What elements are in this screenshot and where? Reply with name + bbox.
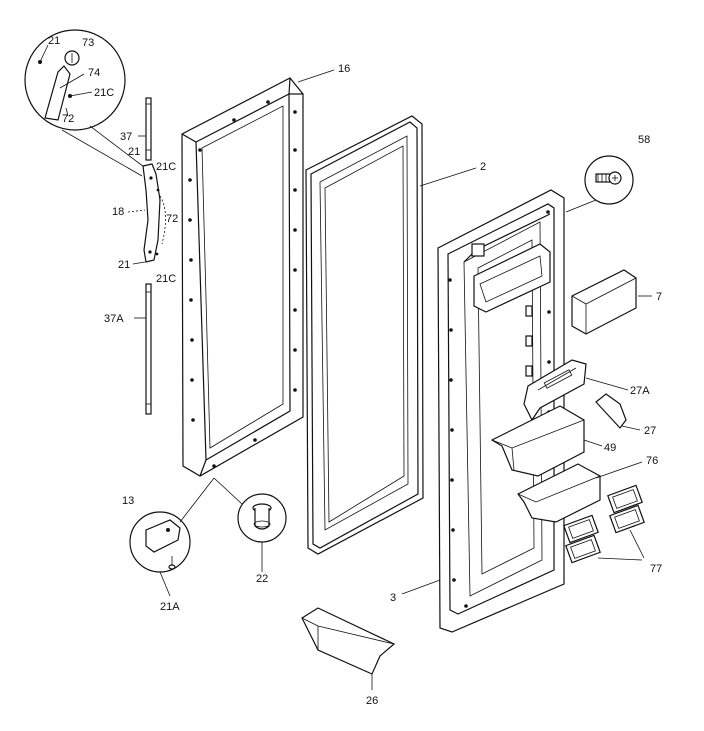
door-stop-detail-inset (213, 477, 287, 543)
label-21a: 21A (160, 601, 180, 613)
label-18: 18 (112, 206, 124, 218)
small-trays-77 (563, 484, 645, 564)
door-bin-76 (517, 463, 601, 523)
label-37a: 37A (104, 313, 124, 325)
label-77: 77 (650, 563, 662, 575)
bottom-bin-26 (301, 607, 396, 675)
outer-door-panel (181, 77, 304, 477)
label-21c-low: 21C (156, 273, 176, 285)
label-16: 16 (338, 63, 350, 75)
label-21-low: 21 (118, 259, 130, 271)
label-72-mid: 72 (166, 213, 178, 225)
label-2: 2 (480, 161, 486, 173)
label-72-inset: 72 (62, 113, 74, 125)
label-27a: 27A (630, 385, 650, 397)
label-74: 74 (88, 67, 100, 79)
inner-door-liner (437, 189, 565, 633)
label-21c-top: 21C (156, 161, 176, 173)
label-26: 26 (366, 695, 378, 707)
bottom-hinge-detail-inset (129, 477, 215, 573)
part-labels: 16 2 58 7 27A 27 49 76 77 3 26 22 13 21A… (48, 35, 662, 707)
label-37: 37 (120, 131, 132, 143)
label-21-mid: 21 (128, 146, 140, 158)
screw-detail-inset (565, 155, 634, 213)
hinge-bracket (127, 163, 166, 265)
label-3: 3 (390, 592, 396, 604)
label-58: 58 (638, 134, 650, 146)
label-7: 7 (656, 291, 662, 303)
label-22: 22 (256, 573, 268, 585)
hinge-strips (145, 97, 152, 415)
hinge-detail-inset (24, 29, 149, 177)
label-21-inset: 21 (48, 35, 60, 47)
label-21c-inset: 21C (94, 87, 114, 99)
shelf-front-27a (523, 359, 587, 422)
label-76: 76 (646, 455, 658, 467)
leader-lines (134, 69, 652, 690)
dairy-door-cover (571, 269, 637, 335)
label-13: 13 (122, 495, 134, 507)
label-73: 73 (82, 37, 94, 49)
label-27: 27 (644, 425, 656, 437)
door-bin-49 (490, 405, 585, 477)
label-49: 49 (604, 442, 616, 454)
shelf-end-27 (595, 393, 627, 429)
door-gasket (305, 115, 424, 555)
